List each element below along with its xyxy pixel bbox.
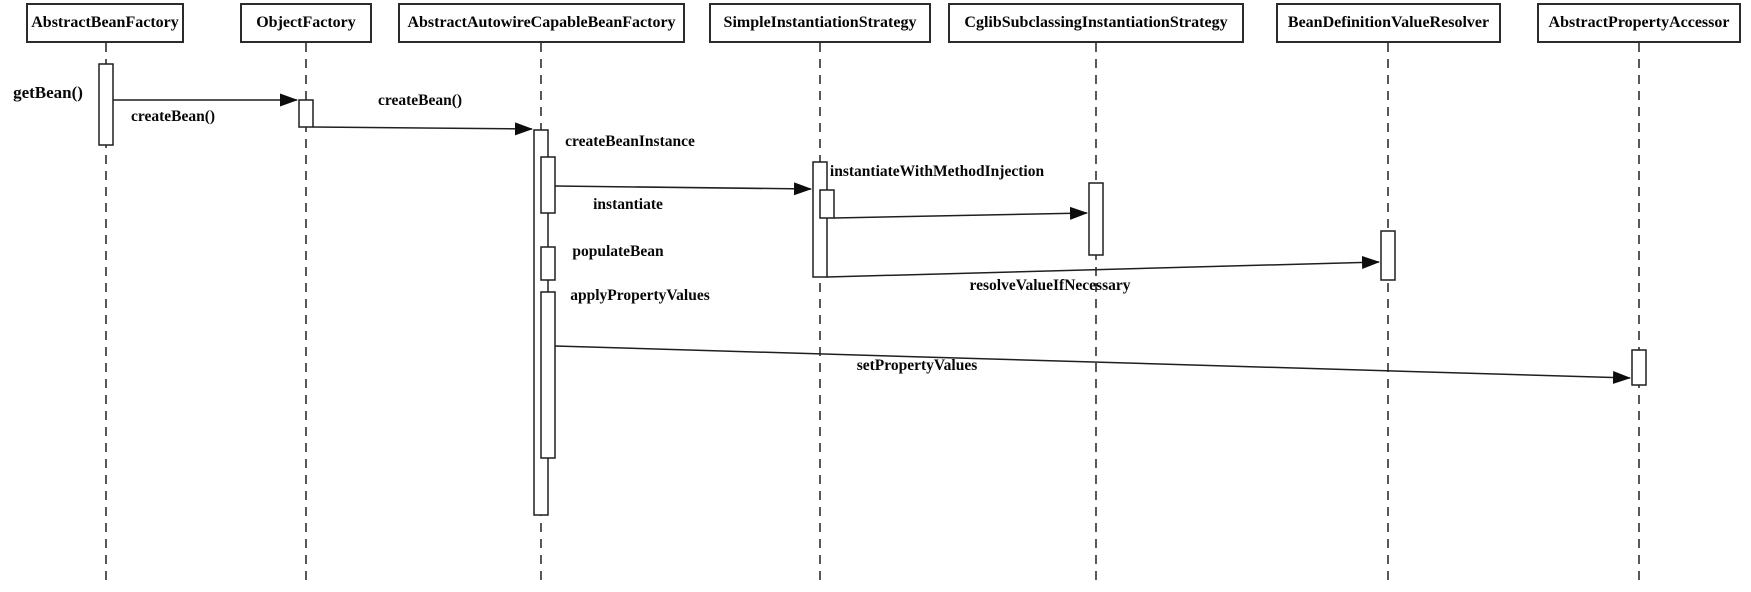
participant-box-2: AbstractAutowireCapableBeanFactory [398,3,685,43]
message-label-2: instantiate [593,196,663,213]
aacbf-activation-populateBean [540,246,556,281]
message-arrow-2 [554,182,812,196]
aacbf-activation-createBeanInstance [540,156,556,214]
bdvr-activation [1380,230,1396,281]
free-label-2: populateBean [572,243,664,260]
message-arrow-4 [826,255,1380,278]
participant-box-6: AbstractPropertyAccessor [1537,3,1741,43]
abf-activation [98,63,114,146]
message-label-3: instantiateWithMethodInjection [829,163,1045,180]
message-label-1: createBean() [377,92,463,109]
apa-activation [1631,349,1647,386]
sis-activation-main [812,161,828,278]
participant-box-0: AbstractBeanFactory [26,3,184,43]
participant-box-5: BeanDefinitionValueResolver [1276,3,1501,43]
free-label-3: applyPropertyValues [570,287,710,304]
of-activation [298,99,314,128]
participant-box-1: ObjectFactory [240,3,372,43]
message-label-5: setPropertyValues [856,357,978,374]
message-arrow-5 [554,345,1631,384]
message-label-4: resolveValueIfNecessary [969,277,1131,294]
participant-box-3: SimpleInstantiationStrategy [709,3,931,43]
participant-box-4: CglibSubclassingInstantiationStrategy [948,3,1244,43]
free-label-0: getBean() [13,83,83,102]
aacbf-activation-applyPropertyValues [540,291,556,459]
free-label-1: createBeanInstance [565,133,695,150]
cglib-activation [1088,182,1104,256]
message-arrow-1 [312,122,533,136]
sis-activation-nested [819,189,835,219]
message-arrow-3 [833,206,1088,220]
message-label-0: createBean() [130,108,216,125]
